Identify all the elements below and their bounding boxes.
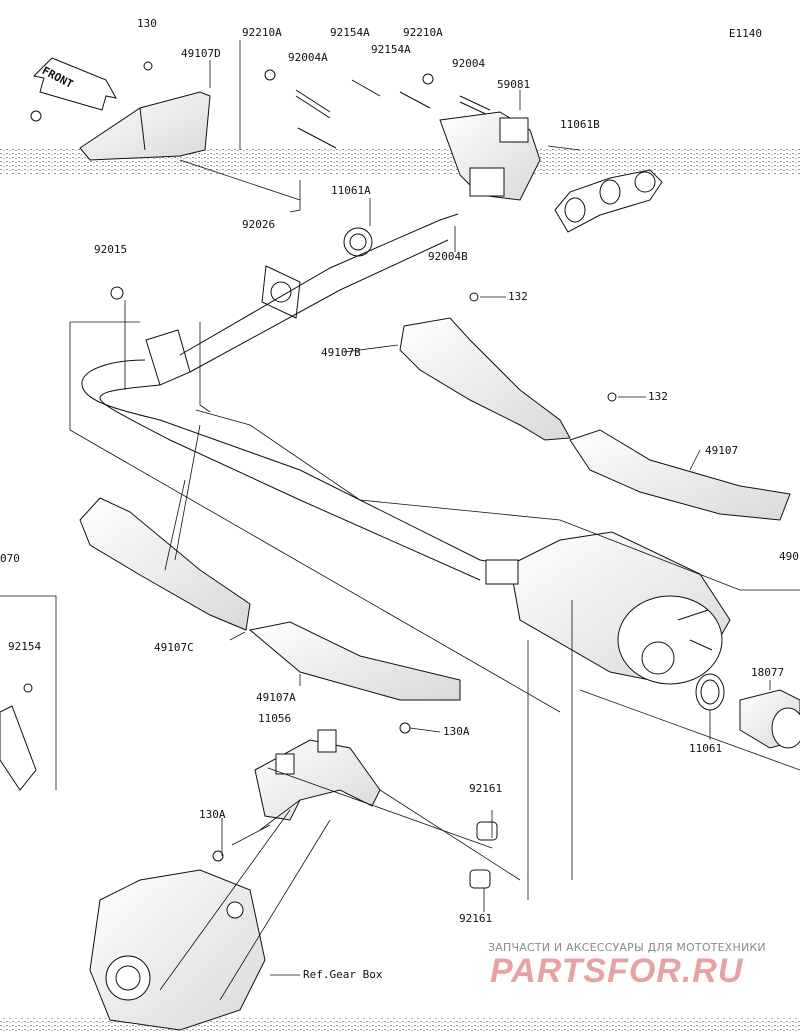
bolt-132-lower [607, 392, 617, 402]
nut-92015 [110, 286, 124, 300]
heat-shield-49107b [399, 317, 571, 441]
bolt-92154 [23, 683, 33, 693]
heat-shield-49107c [79, 497, 251, 631]
part-label-92161-upper[interactable]: 92161 [469, 782, 503, 795]
part-label-92154a-second[interactable]: 92154A [371, 43, 411, 56]
gear-box [89, 869, 266, 1031]
watermark-subtitle: ЗАПЧАСТИ И АКСЕССУАРЫ ДЛЯ МОТОТЕХНИКИ [488, 941, 766, 954]
part-label-132-upper[interactable]: 132 [508, 290, 528, 303]
part-label-49107b[interactable]: 49107B [321, 346, 361, 359]
part-label-130[interactable]: 130 [137, 17, 157, 30]
diagram-code: E1140 [728, 27, 762, 40]
bushing-92161-upper [476, 821, 498, 841]
exhaust-manifold-59081 [439, 111, 541, 201]
exhaust-pipe [81, 219, 511, 581]
part-label-11061b[interactable]: 11061B [560, 118, 600, 131]
heat-shield-49107 [569, 429, 791, 521]
part-label-92004b[interactable]: 92004B [428, 250, 468, 263]
part-label-18077[interactable]: 18077 [751, 666, 785, 679]
part-label-070-cut[interactable]: 070 [0, 552, 20, 565]
bracket-11056 [254, 729, 381, 821]
part-label-49107d[interactable]: 49107D [181, 47, 221, 60]
ref-gear-box-label[interactable]: Ref.Gear Box [303, 968, 383, 981]
leader-lines [0, 40, 800, 1001]
tail-pipe-18077 [739, 689, 800, 749]
part-label-92161-lower[interactable]: 92161 [459, 912, 493, 925]
part-label-92004[interactable]: 92004 [452, 57, 486, 70]
part-label-49107a[interactable]: 49107A [256, 691, 296, 704]
front-arrow-icon [32, 57, 117, 111]
part-label-132-lower[interactable]: 132 [648, 390, 668, 403]
part-label-59081[interactable]: 59081 [497, 78, 531, 91]
part-label-130a-upper[interactable]: 130A [443, 725, 470, 738]
part-label-92154[interactable]: 92154 [8, 640, 42, 653]
part-label-11061a[interactable]: 11061A [331, 184, 371, 197]
cut-pipe-left [0, 705, 37, 791]
part-label-11061[interactable]: 11061 [689, 742, 723, 755]
part-label-490-cut[interactable]: 490 [779, 550, 799, 563]
part-label-92210a-right[interactable]: 92210A [403, 26, 443, 39]
part-label-92154a-top[interactable]: 92154A [330, 26, 370, 39]
stud-92004b [439, 213, 459, 221]
muffler [485, 531, 731, 685]
part-label-92210a-left[interactable]: 92210A [242, 26, 282, 39]
part-label-92004a[interactable]: 92004A [288, 51, 328, 64]
bushing-92161-lower [469, 869, 491, 889]
gasket-ring-11061 [695, 673, 725, 711]
part-label-92015[interactable]: 92015 [94, 243, 128, 256]
stud-bolts [30, 61, 491, 149]
part-label-49107c[interactable]: 49107C [154, 641, 194, 654]
heat-shield-49107a [248, 621, 461, 701]
bolt-130a-upper [399, 722, 411, 734]
part-label-130a-lower[interactable]: 130A [199, 808, 226, 821]
part-label-11056[interactable]: 11056 [258, 712, 292, 725]
gasket-11061b [554, 169, 663, 233]
bolt-132-upper [469, 292, 479, 302]
watermark-logo: PARTSFOR.RU [490, 952, 744, 990]
bolt-130a-lower [212, 850, 224, 862]
part-label-49107[interactable]: 49107 [705, 444, 739, 457]
heat-shield-49107d [79, 91, 211, 161]
flange-gasket-92026 [261, 265, 301, 319]
part-label-92026[interactable]: 92026 [242, 218, 276, 231]
